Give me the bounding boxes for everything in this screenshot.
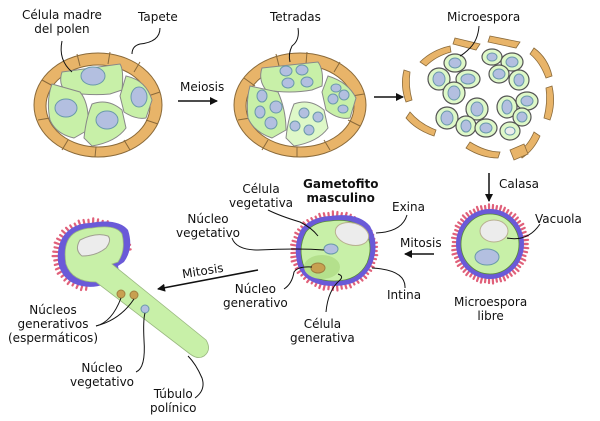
- spine: [53, 241, 62, 246]
- leader-line-vegetative-nucleus: [231, 237, 325, 251]
- label-line: Núcleos: [29, 303, 77, 317]
- spine: [290, 258, 299, 263]
- nucleus: [95, 110, 119, 130]
- label-line: Microespora: [454, 295, 528, 309]
- label-exine: Exina: [392, 200, 425, 214]
- leader-line-pollen-tube: [187, 355, 204, 399]
- leader-line-generative-nucleus: [283, 266, 313, 290]
- label-line: libre: [477, 309, 504, 323]
- leader-line-generative-cell: [325, 273, 343, 313]
- anther-microspores: [402, 35, 554, 161]
- title-line: masculino: [306, 191, 375, 205]
- label-line: Núcleo: [234, 282, 276, 296]
- label-pollen-tube: Túbulo polínico: [150, 387, 197, 415]
- free-microspore: [450, 203, 530, 285]
- label-line: vegetativa: [229, 196, 294, 210]
- tetrad-nuclei: [279, 64, 314, 89]
- label-meiosis: Meiosis: [180, 80, 225, 94]
- anther-tetrads: [233, 51, 367, 158]
- leader-line-tapetum: [131, 27, 161, 55]
- spine: [290, 255, 298, 259]
- vacuole: [76, 234, 111, 257]
- vacuole: [334, 221, 370, 247]
- label-vegetative-cell: Célula vegetativa: [229, 182, 293, 210]
- label-line: (espermáticos): [8, 331, 98, 345]
- label-vegetative-nucleus: Núcleo vegetativo: [176, 212, 240, 240]
- label-free-microspore: Microespora libre: [454, 295, 527, 323]
- label-line: polínico: [150, 401, 197, 415]
- label-generative-nuclei: Núcleos generativos (espermáticos): [8, 303, 98, 345]
- leader-line-exine: [375, 214, 408, 234]
- label-line: generativos: [17, 317, 89, 331]
- title-male-gametophyte: Gametofito masculino: [303, 177, 378, 205]
- label-generative-nucleus: Núcleo generativo: [223, 282, 288, 310]
- vegetative-nucleus: [323, 243, 339, 255]
- spine: [53, 246, 60, 250]
- title-line: Gametofito: [303, 177, 379, 191]
- label-intine: Intina: [387, 288, 422, 302]
- leader-line-vegetative-nucleus-tube: [135, 312, 146, 373]
- nucleus: [474, 248, 500, 266]
- label-line: generativo: [223, 296, 288, 310]
- label-callase: Calasa: [499, 177, 540, 191]
- arrow-mitosis-2: [157, 269, 259, 292]
- label-line: Célula: [303, 317, 342, 331]
- label-tetrads: Tetradas: [270, 10, 321, 24]
- label-generative-cell: Célula generativa: [290, 317, 355, 345]
- leader-line-microspore: [459, 25, 480, 57]
- leader-line-tetrads: [288, 27, 299, 63]
- label-mitosis-1: Mitosis: [400, 236, 442, 250]
- label-line: Núcleo: [187, 212, 229, 226]
- vacuole: [479, 219, 509, 243]
- microspore-cells: [427, 48, 539, 141]
- germinating-pollen-grain: [51, 217, 209, 358]
- anther-pollen-mother-cells: [33, 51, 163, 158]
- label-pollen-mother-cell: Célula madre del polen: [22, 8, 102, 36]
- label-vegetative-nucleus-tube: Núcleo vegetativo: [70, 361, 134, 389]
- label-microspore: Microespora: [447, 10, 521, 24]
- label-line: Célula: [242, 182, 280, 196]
- generative-nucleus: [310, 262, 326, 274]
- label-line: Célula madre: [22, 8, 102, 22]
- label-line: Núcleo: [81, 361, 123, 375]
- label-line: del polen: [34, 22, 90, 36]
- tapetum-fragments: [402, 35, 554, 161]
- leader-line-intine: [371, 267, 406, 289]
- leader-line-generative-nuclei-2: [95, 298, 135, 327]
- label-line: vegetativo: [176, 226, 241, 240]
- male-gametophyte: [289, 210, 379, 292]
- label-line: generativa: [290, 331, 355, 345]
- label-tapetum: Tapete: [138, 10, 178, 24]
- leader-line-pollen-mother-cell: [60, 40, 73, 73]
- nucleus: [80, 66, 106, 86]
- vegetative-nucleus: [140, 304, 150, 314]
- label-vacuole: Vacuola: [535, 212, 582, 226]
- label-line: vegetativo: [70, 375, 135, 389]
- spine: [289, 243, 298, 247]
- label-line: Túbulo: [153, 387, 193, 401]
- nucleus: [130, 86, 148, 108]
- generative-nucleus-1: [116, 289, 126, 299]
- leader-line-vegetative-cell: [267, 209, 319, 237]
- leader-line-vacuole: [506, 223, 541, 240]
- spine: [53, 258, 60, 262]
- nucleus: [54, 98, 78, 118]
- generative-nucleus-2: [129, 290, 139, 300]
